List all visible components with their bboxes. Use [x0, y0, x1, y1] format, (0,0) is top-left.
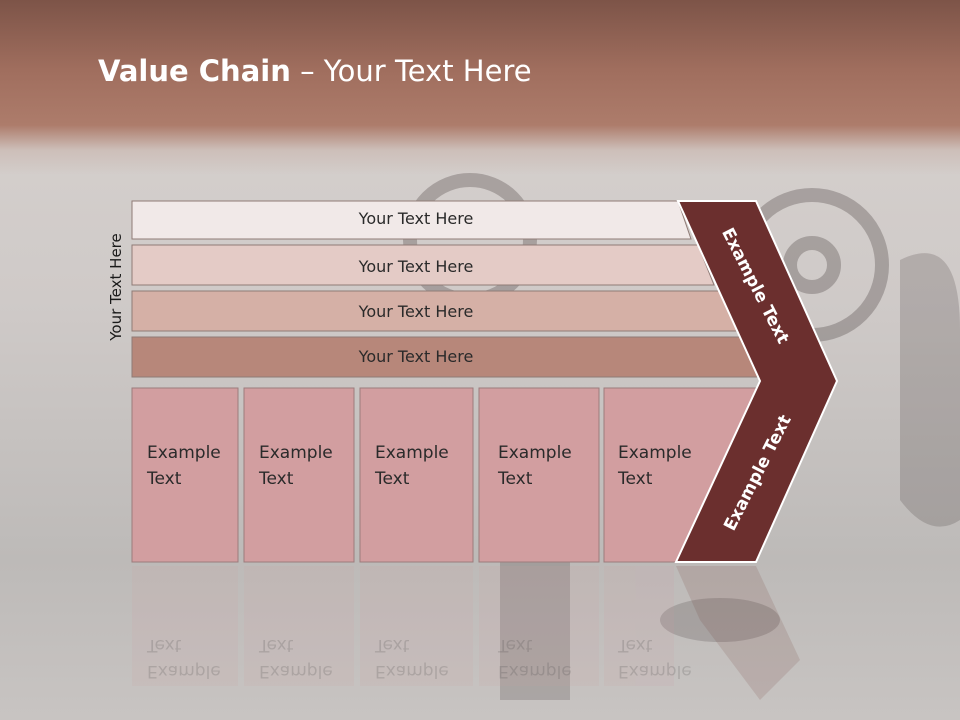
box-3	[359, 387, 474, 563]
title-bold: Value Chain	[98, 54, 291, 88]
row-label-2: Your Text Here	[358, 257, 474, 276]
slide-title: Value Chain – Your Text Here	[98, 54, 532, 88]
row-bar-2	[131, 244, 715, 286]
row-label-1: Your Text Here	[358, 209, 474, 228]
chevron-arrow	[674, 200, 839, 563]
row-bar-1	[131, 200, 692, 240]
row-label-4: Your Text Here	[358, 347, 474, 366]
header-band	[0, 0, 960, 175]
box-2	[243, 387, 355, 563]
title-rest: – Your Text Here	[290, 54, 532, 88]
row-label-3: Your Text Here	[358, 302, 474, 321]
box-4	[478, 387, 600, 563]
box-1	[131, 387, 239, 563]
